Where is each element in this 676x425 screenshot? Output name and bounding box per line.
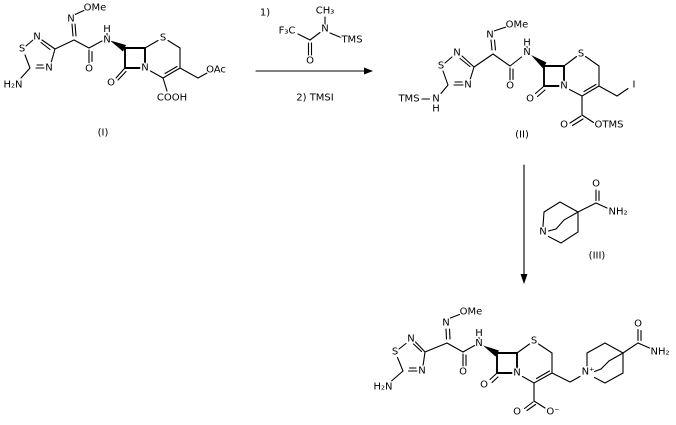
compound-ii-bonds xyxy=(421,26,629,127)
ii-thiadiazole-n4: N xyxy=(464,80,471,91)
p-carboxylate-o: O xyxy=(513,407,521,418)
reagent-step1-number: 1) xyxy=(260,8,270,19)
p-carboxylate-o-minus: O⁻ xyxy=(546,407,559,418)
ii-ring-s: S xyxy=(578,49,584,60)
p-amide-h: H xyxy=(475,328,483,339)
ii-thiadiazole-n2: N xyxy=(453,48,460,59)
ii-tms-amino-group: TMS xyxy=(397,94,419,105)
compound-i-label: (I) xyxy=(98,128,109,139)
mstfa-methyl-group: CH₃ xyxy=(316,6,335,17)
reaction-step-1: 1) F₃C O N CH₃ TMS 2) TMSI xyxy=(255,4,373,104)
iii-quinuclidine-n: N xyxy=(539,227,546,238)
ii-lactam-o: O xyxy=(526,94,534,105)
ii-lactam-n: N xyxy=(560,81,567,92)
p-thiadiazole-n2: N xyxy=(407,334,414,345)
p-lactam-n: N xyxy=(513,368,520,379)
ii-amide-h: H xyxy=(523,38,531,49)
i-lactam-n: N xyxy=(141,63,148,74)
mstfa-f3c-group: F₃C xyxy=(279,26,296,37)
p-quaternary-n-plus: N⁺ xyxy=(582,367,595,378)
reaction-arrow-2-head xyxy=(520,274,528,284)
p-oxime-n: N xyxy=(442,318,449,329)
ii-thiadiazole-s: S xyxy=(438,61,444,72)
i-thiadiazole-s: S xyxy=(19,44,25,55)
ii-amide-n: N xyxy=(523,47,530,58)
product-stereo-wedge xyxy=(483,345,499,357)
compound-iii: N O NH₂ (III) xyxy=(538,177,629,262)
compound-iii-bonds xyxy=(542,189,608,244)
ii-amino-n: N xyxy=(432,94,439,105)
i-lactam-o: O xyxy=(107,78,115,89)
p-amide-n: N xyxy=(475,338,482,349)
p-carboxamide-nh2: NH₂ xyxy=(650,347,669,358)
ii-methoxy-group: OMe xyxy=(506,20,529,31)
product-compound: S N N H₂N N OMe O H N N O S O O⁻ N⁺ O NH… xyxy=(372,305,671,419)
i-carboxyl-group: COOH xyxy=(157,93,187,104)
i-thiadiazole-n4: N xyxy=(45,63,52,74)
compound-iii-label: (III) xyxy=(589,251,606,262)
ii-otms-group: OTMS xyxy=(595,120,624,131)
i-acetoxy-group: OAc xyxy=(206,65,226,76)
reaction-step-2 xyxy=(520,164,528,284)
p-amide-o: O xyxy=(459,367,467,378)
compound-i-stereo-wedge xyxy=(110,40,126,52)
i-amino-group: H₂N xyxy=(3,80,22,91)
mstfa-tms-group: TMS xyxy=(340,35,362,46)
i-amide-o: O xyxy=(85,64,93,75)
compound-i-bonds xyxy=(20,9,208,92)
ii-oxime-n: N xyxy=(486,30,493,41)
i-amide-h: H xyxy=(103,24,111,35)
p-amino-group: H₂N xyxy=(373,382,392,393)
compound-i: S N N H₂N N OMe O H N N O S COOH OAc (I) xyxy=(2,1,227,139)
compound-ii-stereo-wedge xyxy=(531,55,547,69)
p-carboxamide-o: O xyxy=(634,319,642,330)
i-methoxy-group: OMe xyxy=(84,3,107,14)
compound-ii: TMS N H S N N N OMe O H N N O S I O OTMS… xyxy=(396,18,637,141)
mstfa-reagent-bonds xyxy=(297,16,342,56)
compound-ii-label: (II) xyxy=(515,130,529,141)
i-thiadiazole-n2: N xyxy=(33,32,40,43)
i-ring-s: S xyxy=(160,33,166,44)
mstfa-n: N xyxy=(321,24,328,35)
i-oxime-n: N xyxy=(67,14,74,25)
p-thiadiazole-s: S xyxy=(392,347,398,358)
iii-carboxamide-o: O xyxy=(592,179,600,190)
compound-i-betalactam-ring xyxy=(124,47,146,69)
mstfa-carbonyl-o: O xyxy=(306,56,314,67)
ii-ester-o: O xyxy=(560,120,568,131)
product-bonds xyxy=(390,313,651,412)
p-thiadiazole-n4: N xyxy=(418,366,425,377)
reagent-step2-label: 2) TMSI xyxy=(296,93,333,104)
p-ring-s: S xyxy=(531,336,537,347)
iii-carboxamide-nh2: NH₂ xyxy=(608,207,627,218)
i-amide-n: N xyxy=(103,35,110,46)
ii-amino-h: H xyxy=(432,104,440,115)
p-lactam-o: O xyxy=(480,380,488,391)
reaction-arrow-1-head xyxy=(364,67,373,75)
ii-iodide: I xyxy=(633,80,636,91)
p-methoxy-group: OMe xyxy=(460,307,483,318)
ii-amide-o: O xyxy=(506,81,514,92)
